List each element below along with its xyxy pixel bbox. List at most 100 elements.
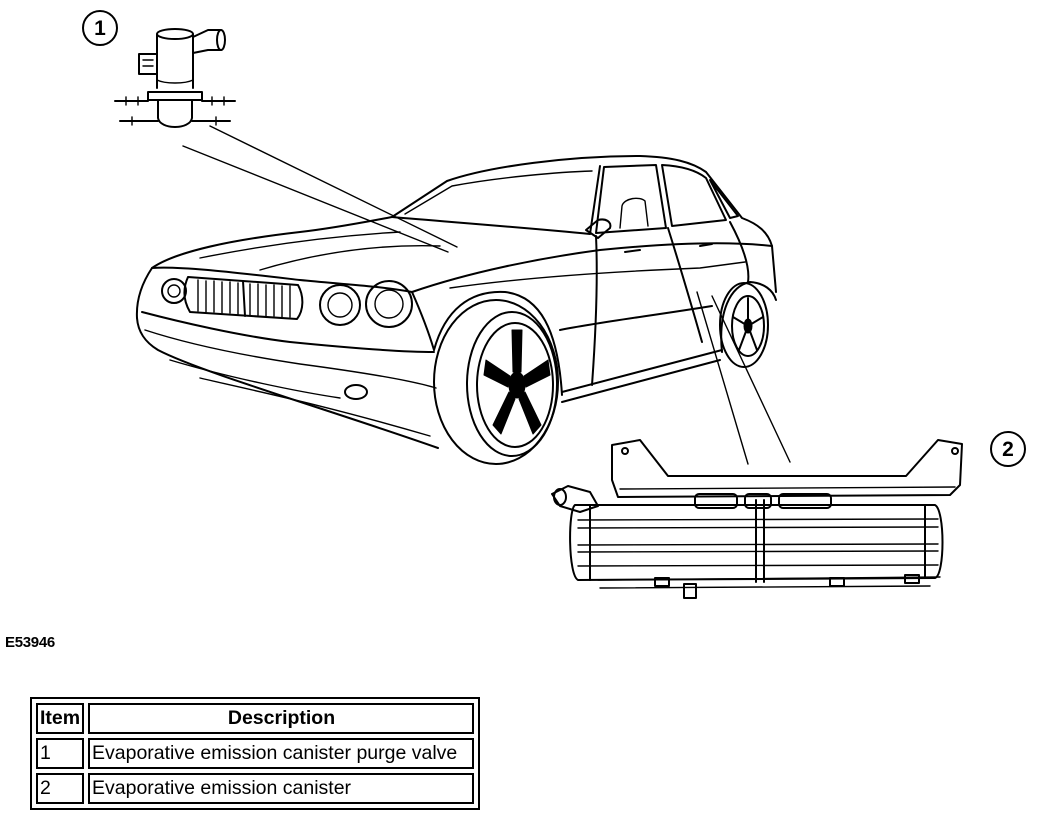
front-fender-edge <box>411 291 435 351</box>
purge-valve-top-cap <box>156 28 194 40</box>
headlight-left-lens <box>327 292 353 318</box>
front-wheel-spoke <box>518 391 542 435</box>
canister-drain-stub <box>683 583 697 599</box>
front-lamp-small-lens <box>167 284 181 298</box>
front-door-window <box>595 164 667 234</box>
purge-valve-bracket-ticks <box>125 96 225 126</box>
canister-body-ribs <box>577 518 939 567</box>
canister-bracket-flange <box>619 486 956 490</box>
canister-illustration <box>551 439 963 599</box>
callout-1-circle <box>82 10 118 46</box>
legend-item-number: 2 <box>36 773 84 804</box>
purge-valve-flange <box>147 91 203 101</box>
upper-body-crease <box>449 261 746 289</box>
lower-valance-line <box>169 359 341 399</box>
rear-wheel <box>719 282 769 368</box>
front-wheel-arch <box>433 290 563 396</box>
canister-body <box>569 504 944 581</box>
grille-slats <box>197 279 291 318</box>
canister-vent-pipe <box>755 499 765 583</box>
door-split-line <box>667 227 703 343</box>
rear-door-window <box>661 164 727 227</box>
bumper-top-line <box>141 311 435 353</box>
callout-2-label: 2 <box>1002 438 1014 461</box>
purge-valve-outlet-pipe <box>192 29 222 54</box>
description-column-header: Description <box>88 703 474 734</box>
purge-valve-electrical-connector <box>138 53 158 75</box>
legend-item-description: Evaporative emission canister purge valv… <box>88 738 474 769</box>
rear-door-rear-edge <box>729 221 750 283</box>
purge-valve-outlet-end <box>216 29 226 51</box>
legend-item-description: Evaporative emission canister <box>88 773 474 804</box>
front-wheel-spoke <box>492 391 516 435</box>
canister-bracket-slot <box>744 493 772 509</box>
front-wheel-sidewall <box>466 311 558 457</box>
front-bumper-lower-edge <box>136 317 439 449</box>
front-wheel <box>433 299 559 465</box>
component-location-diagram: 1 <box>82 10 1026 599</box>
rear-door-handle <box>699 243 713 247</box>
car-illustration <box>135 155 777 465</box>
purge-valve-body-band <box>156 79 194 84</box>
callout-2-leader-lines <box>696 291 791 465</box>
headlight-right <box>365 280 413 328</box>
hood-crease-left <box>199 231 401 259</box>
windshield-inner-edge <box>404 170 593 215</box>
shoulder-line <box>411 242 773 293</box>
side-mirror <box>585 218 612 239</box>
front-wheel-tire <box>433 299 559 465</box>
purge-valve-mounting-bracket <box>114 100 236 122</box>
canister-mounting-tab <box>829 577 845 587</box>
callout-2-circle <box>990 431 1026 467</box>
door-character-line <box>559 305 713 331</box>
callout-1-leader-lines <box>182 125 458 253</box>
grille-divider <box>242 280 246 317</box>
legend-row: 1 Evaporative emission canister purge va… <box>36 738 474 769</box>
front-door-handle <box>624 249 641 253</box>
canister-mounting-bracket <box>611 439 963 498</box>
canister-mounting-tab <box>904 574 920 584</box>
callout-1-label: 1 <box>94 17 106 40</box>
purge-valve-lower-cup <box>157 99 193 128</box>
headlight-right-lens <box>374 289 404 319</box>
figure-id: E53946 <box>5 634 55 651</box>
front-wheel-spoke <box>511 329 523 373</box>
front-wheel-rim <box>476 322 554 448</box>
legend-header-row: Item Description <box>36 703 474 734</box>
canister-mounting-tab <box>654 577 670 587</box>
hood-front-edge <box>151 266 413 293</box>
purge-valve-illustration <box>114 28 236 128</box>
purge-valve-connector-pins <box>142 59 154 67</box>
canister-end-caps <box>589 504 926 581</box>
legend-table: Item Description 1 Evaporative emission … <box>30 697 480 810</box>
front-door-front-edge <box>591 235 598 386</box>
front-wheel-spoke <box>483 359 511 388</box>
bumper-mid-line <box>144 329 437 389</box>
rear-wheel-rim <box>731 295 765 357</box>
canister-bracket-slot <box>778 493 832 509</box>
windshield-base <box>391 216 591 235</box>
legend-item-number: 1 <box>36 738 84 769</box>
rocker-panel-lower <box>561 359 721 403</box>
rear-wheel-spokes <box>732 297 764 351</box>
seat-headrest <box>619 197 649 229</box>
car-body-outline <box>135 155 777 319</box>
item-column-header: Item <box>36 703 84 734</box>
callout-1: 1 <box>82 10 118 46</box>
canister-bracket-slot <box>694 493 738 509</box>
fog-light <box>344 384 368 400</box>
rocker-panel-upper <box>561 349 723 393</box>
rear-wheel-arch <box>720 281 777 353</box>
legend-row: 2 Evaporative emission canister <box>36 773 474 804</box>
lower-valance-edge <box>199 377 431 437</box>
canister-connector-port <box>553 488 567 506</box>
quarter-window <box>709 179 739 219</box>
front-lamp-small <box>161 278 187 304</box>
hood-crease-center <box>259 245 441 271</box>
callout-2: 2 <box>990 431 1026 467</box>
front-wheel-spoke <box>523 359 551 388</box>
a-pillar <box>589 165 601 235</box>
headlight-left <box>319 284 361 326</box>
canister-bracket-hole <box>951 447 959 455</box>
canister-bracket-hole <box>621 447 629 455</box>
